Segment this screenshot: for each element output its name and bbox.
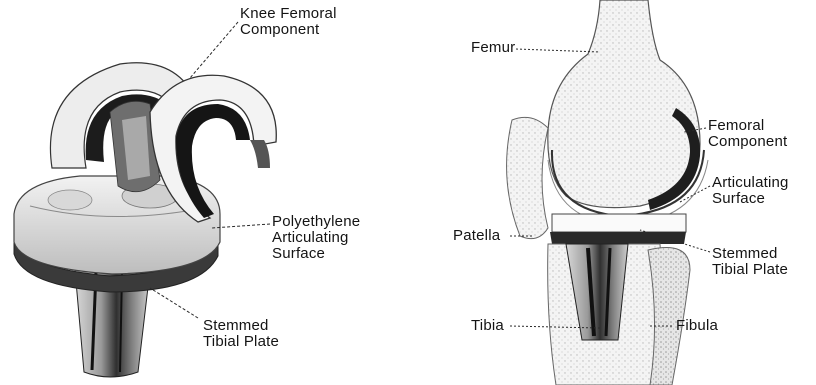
tibial-plate-side [550, 232, 686, 244]
label-femur: Femur [471, 40, 515, 56]
label-tibia: Tibia [471, 318, 504, 334]
label-articulating-surface: Articulating Surface [712, 175, 789, 207]
label-femoral-component: Femoral Component [708, 118, 787, 150]
label-line: Surface [712, 191, 789, 207]
label-line: Stemmed [203, 318, 279, 334]
label-line: Stemmed [712, 246, 788, 262]
label-line: Polyethylene [272, 214, 360, 230]
label-line: Component [240, 22, 337, 38]
femur-bone [548, 0, 700, 208]
label-knee-femoral-component: Knee Femoral Component [240, 6, 337, 38]
label-line: Component [708, 134, 787, 150]
articulating-surface [552, 214, 686, 232]
label-line: Surface [272, 246, 360, 262]
label-patella: Patella [453, 228, 500, 244]
label-fibula: Fibula [676, 318, 718, 334]
label-stemmed-tibial-plate-left: Stemmed Tibial Plate [203, 318, 279, 350]
label-line: Tibial Plate [712, 262, 788, 278]
label-line: Femoral [708, 118, 787, 134]
label-stemmed-tibial-plate-right: Stemmed Tibial Plate [712, 246, 788, 278]
patella-bone [507, 117, 548, 238]
label-line: Knee Femoral [240, 6, 337, 22]
label-line: Articulating [712, 175, 789, 191]
label-line: Articulating [272, 230, 360, 246]
label-line: Tibial Plate [203, 334, 279, 350]
label-polyethylene-articulating-surface: Polyethylene Articulating Surface [272, 214, 360, 262]
